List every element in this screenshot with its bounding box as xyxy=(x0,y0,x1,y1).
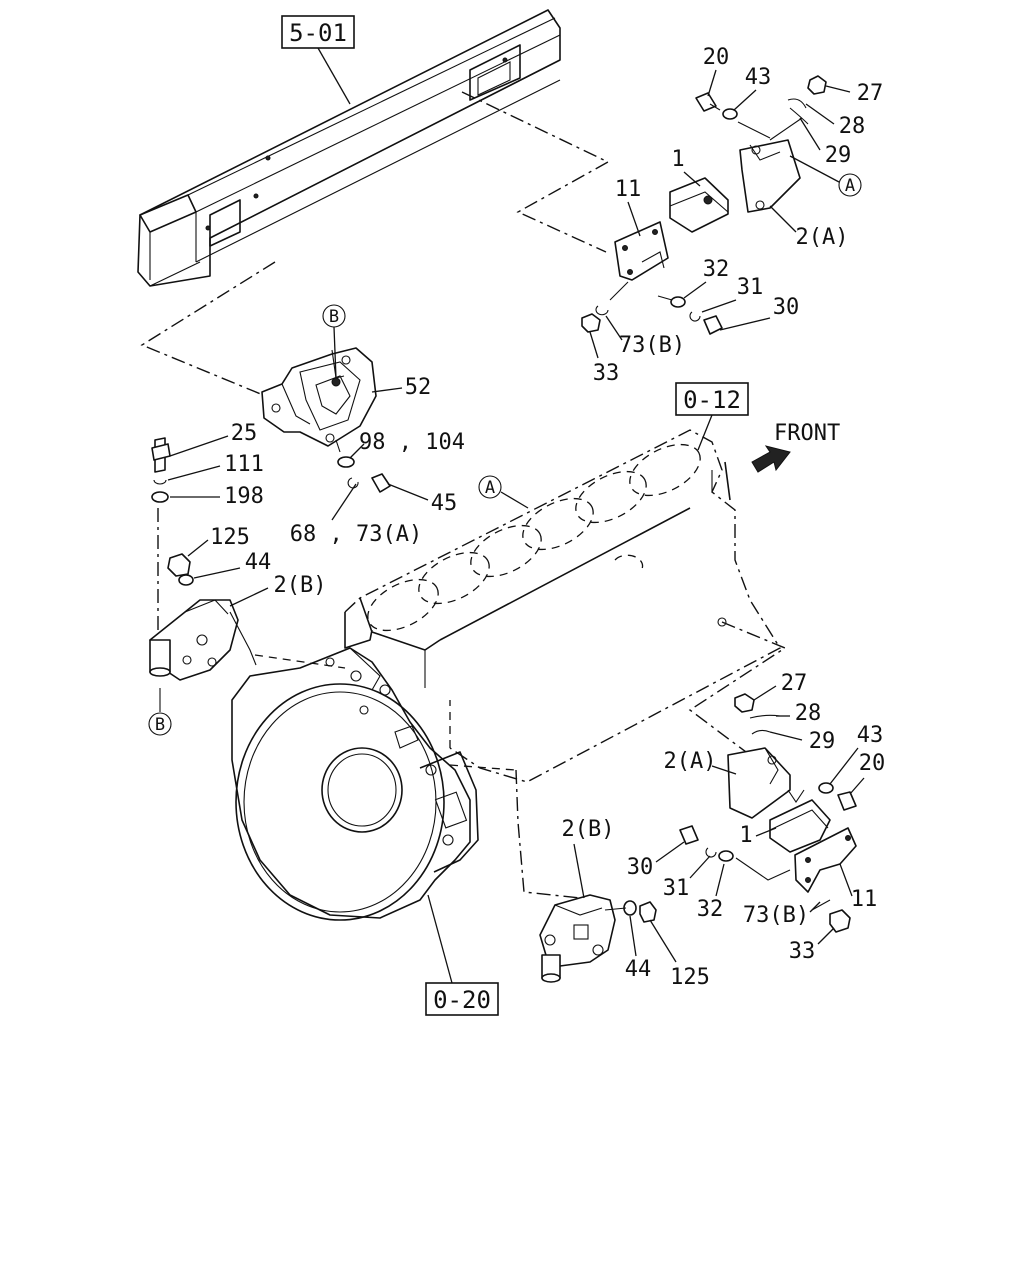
callouts-lower-right: 27 28 29 43 20 2(A) 1 30 31 32 11 73(B) … xyxy=(627,671,886,964)
svg-text:B: B xyxy=(329,307,339,327)
svg-text:1: 1 xyxy=(739,823,752,848)
upper-right-mount-assembly xyxy=(461,75,827,335)
marker-b-bottom: B xyxy=(148,712,172,736)
svg-text:44: 44 xyxy=(245,550,272,575)
bracket-2a-lower xyxy=(727,747,791,819)
washer-44-left xyxy=(178,574,194,586)
svg-text:125: 125 xyxy=(670,965,710,990)
svg-text:44: 44 xyxy=(625,957,652,982)
svg-text:28: 28 xyxy=(839,114,866,139)
marker-a-engine: A xyxy=(478,475,529,509)
svg-text:31: 31 xyxy=(737,275,764,300)
callouts-left-mount: 52 98 , 104 25 111 198 45 68 , 73(A) 125… xyxy=(167,375,465,607)
svg-text:43: 43 xyxy=(745,65,772,90)
insulator-1-upper xyxy=(669,177,729,233)
svg-text:2(A): 2(A) xyxy=(664,749,717,774)
frame-side-rail xyxy=(137,9,561,287)
left-mount-assembly xyxy=(140,261,391,712)
nut-125-lower xyxy=(639,901,657,923)
svg-text:A: A xyxy=(845,176,855,196)
callouts-lower-mount: 2(B) 44 125 xyxy=(562,817,710,990)
svg-text:11: 11 xyxy=(615,177,642,202)
svg-text:20: 20 xyxy=(859,751,886,776)
svg-text:30: 30 xyxy=(773,295,800,320)
nut-33-lower xyxy=(829,909,851,933)
washer-98-104 xyxy=(337,456,355,468)
flywheel-housing xyxy=(231,647,516,921)
svg-text:1: 1 xyxy=(671,147,684,172)
svg-text:27: 27 xyxy=(857,81,884,106)
ref-box-flywheel-housing: 0-20 xyxy=(425,894,499,1016)
svg-text:29: 29 xyxy=(809,729,836,754)
svg-text:25: 25 xyxy=(231,421,258,446)
svg-text:27: 27 xyxy=(781,671,808,696)
lower-right-mount-assembly xyxy=(679,621,857,933)
washer-32-upper xyxy=(670,296,686,308)
svg-text:2(B): 2(B) xyxy=(562,817,615,842)
svg-text:68 , 73(A): 68 , 73(A) xyxy=(290,522,422,547)
lower-mount-assembly xyxy=(515,769,657,983)
ref-box-frame: 5-01 xyxy=(281,15,355,105)
svg-text:28: 28 xyxy=(795,701,822,726)
marker-a-upper: A xyxy=(789,155,862,197)
marker-b-top: B xyxy=(322,304,346,379)
svg-text:2(A): 2(A) xyxy=(796,225,849,250)
svg-text:32: 32 xyxy=(703,257,730,282)
washer-43-lower xyxy=(818,782,834,794)
svg-text:20: 20 xyxy=(703,45,730,70)
engine-block xyxy=(344,429,781,783)
svg-text:111: 111 xyxy=(224,452,264,477)
svg-text:73(B): 73(B) xyxy=(743,903,809,928)
svg-text:98 , 104: 98 , 104 xyxy=(359,430,465,455)
washer-43-upper xyxy=(722,108,738,120)
bracket-2a-upper xyxy=(739,139,801,213)
svg-text:52: 52 xyxy=(405,375,432,400)
svg-text:73(B): 73(B) xyxy=(619,333,685,358)
svg-text:32: 32 xyxy=(697,897,724,922)
svg-text:45: 45 xyxy=(431,491,458,516)
nut-27-upper xyxy=(807,75,827,95)
nut-33-upper xyxy=(581,313,601,333)
svg-text:33: 33 xyxy=(789,939,816,964)
washer-198 xyxy=(151,491,169,503)
nut-125-left xyxy=(167,553,191,577)
ref-box-engine: 0-12 xyxy=(675,382,749,451)
svg-text:0-20: 0-20 xyxy=(433,986,491,1014)
svg-text:33: 33 xyxy=(593,361,620,386)
bracket-11-lower xyxy=(794,827,857,893)
bolt-20-upper xyxy=(695,92,717,112)
svg-text:30: 30 xyxy=(627,855,654,880)
svg-text:5-01: 5-01 xyxy=(289,19,347,47)
callouts-upper-right: 20 43 27 28 29 1 11 2(A) 32 31 30 73(B) … xyxy=(589,45,884,386)
svg-text:2(B): 2(B) xyxy=(274,573,327,598)
bolt-45 xyxy=(371,473,391,493)
bracket-11-upper xyxy=(614,221,669,281)
svg-text:0-12: 0-12 xyxy=(683,386,741,414)
washer-32-lower xyxy=(718,850,734,862)
svg-text:31: 31 xyxy=(663,876,690,901)
svg-text:B: B xyxy=(155,715,165,735)
bolt-30-upper xyxy=(703,315,723,335)
svg-text:11: 11 xyxy=(851,887,878,912)
nut-27-lower xyxy=(734,693,755,713)
svg-text:125: 125 xyxy=(210,525,250,550)
bolt-30-lower xyxy=(679,825,699,845)
front-direction-arrow-icon xyxy=(751,445,791,473)
front-label: FRONT xyxy=(774,421,840,446)
svg-text:198: 198 xyxy=(224,484,264,509)
svg-text:A: A xyxy=(485,478,495,498)
bolt-20-lower xyxy=(837,791,857,811)
svg-text:29: 29 xyxy=(825,143,852,168)
svg-text:43: 43 xyxy=(857,723,884,748)
